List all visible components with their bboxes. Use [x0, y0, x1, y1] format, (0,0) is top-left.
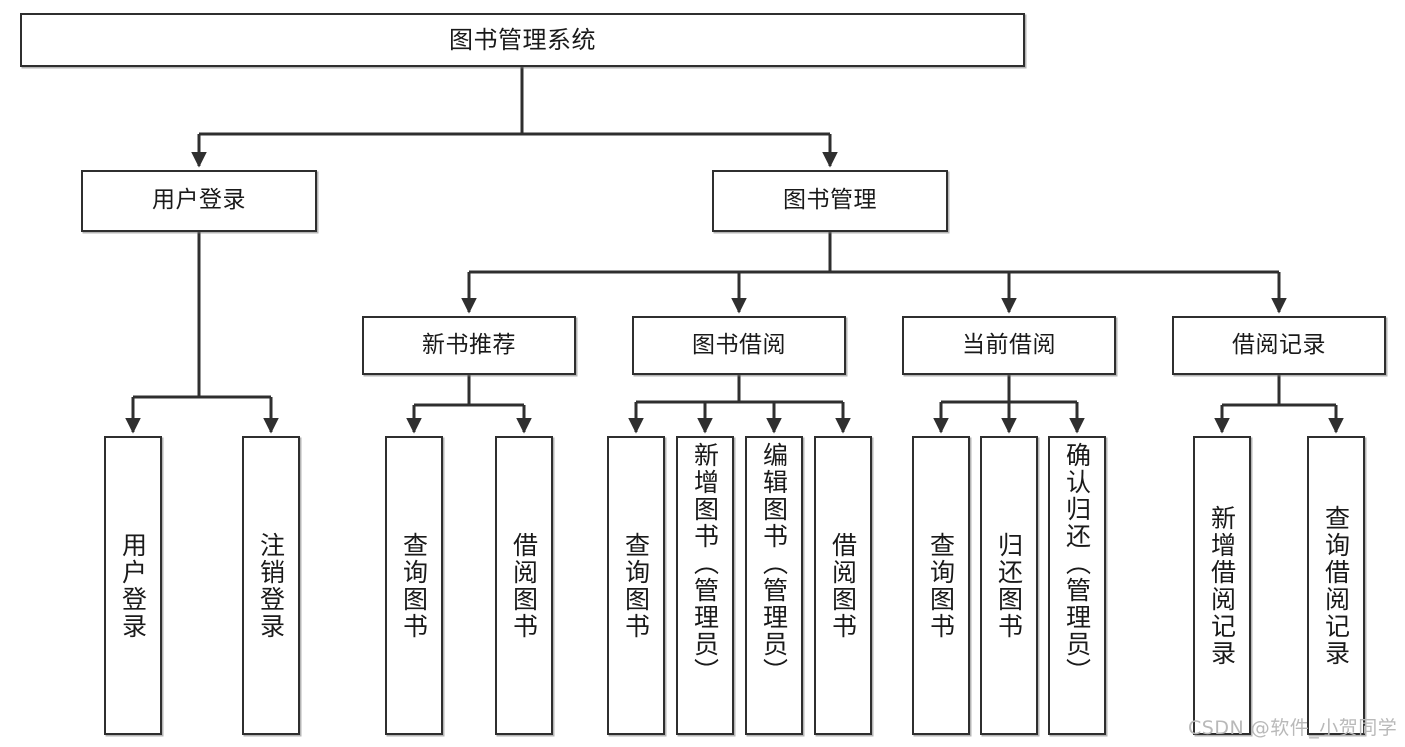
- node-leaf-user-login[interactable]: 用户登录: [104, 436, 162, 735]
- node-label: 查询图书: [926, 531, 956, 640]
- node-label: 图书借阅: [692, 331, 786, 358]
- node-label: 注销登录: [256, 531, 286, 640]
- node-label: 借阅记录: [1232, 331, 1326, 358]
- node-label: 编辑图书（管理员）: [759, 442, 789, 685]
- node-leaf-add-record[interactable]: 新增借阅记录: [1193, 436, 1251, 735]
- node-leaf-edit-book[interactable]: 编辑图书（管理员）: [745, 436, 803, 735]
- node-leaf-query-book-1[interactable]: 查询图书: [385, 436, 443, 735]
- node-label: 查询图书: [621, 531, 651, 640]
- node-label: 归还图书: [994, 531, 1024, 640]
- node-label: 图书管理: [783, 187, 877, 214]
- node-label: 当前借阅: [962, 331, 1056, 358]
- node-leaf-add-book[interactable]: 新增图书（管理员）: [676, 436, 734, 735]
- node-label: 用户登录: [152, 187, 246, 214]
- node-label: 图书管理系统: [449, 25, 596, 54]
- node-label: 查询图书: [399, 531, 429, 640]
- node-label: 借阅图书: [828, 531, 858, 640]
- node-leaf-borrow-book-1[interactable]: 借阅图书: [495, 436, 553, 735]
- node-borrow-record[interactable]: 借阅记录: [1172, 316, 1386, 375]
- node-leaf-logout-login[interactable]: 注销登录: [242, 436, 300, 735]
- node-leaf-query-record[interactable]: 查询借阅记录: [1307, 436, 1365, 735]
- node-label: 新书推荐: [422, 331, 516, 358]
- node-root-system[interactable]: 图书管理系统: [20, 13, 1025, 67]
- node-label: 查询借阅记录: [1321, 504, 1351, 667]
- node-label: 新增图书（管理员）: [690, 442, 720, 685]
- node-label: 用户登录: [118, 531, 148, 640]
- node-label: 新增借阅记录: [1207, 504, 1237, 667]
- node-current-borrow[interactable]: 当前借阅: [902, 316, 1116, 375]
- node-leaf-query-book-3[interactable]: 查询图书: [912, 436, 970, 735]
- node-leaf-return-book[interactable]: 归还图书: [980, 436, 1038, 735]
- node-leaf-borrow-book-2[interactable]: 借阅图书: [814, 436, 872, 735]
- node-leaf-query-book-2[interactable]: 查询图书: [607, 436, 665, 735]
- csdn-watermark: CSDN @软件_小贺同学: [1188, 717, 1398, 739]
- node-label: 确认归还（管理员）: [1062, 442, 1092, 685]
- node-book-management[interactable]: 图书管理: [712, 170, 948, 232]
- node-user-login[interactable]: 用户登录: [81, 170, 317, 232]
- node-new-book-recommend[interactable]: 新书推荐: [362, 316, 576, 375]
- node-label: 借阅图书: [509, 531, 539, 640]
- node-leaf-confirm-return[interactable]: 确认归还（管理员）: [1048, 436, 1106, 735]
- node-book-borrow[interactable]: 图书借阅: [632, 316, 846, 375]
